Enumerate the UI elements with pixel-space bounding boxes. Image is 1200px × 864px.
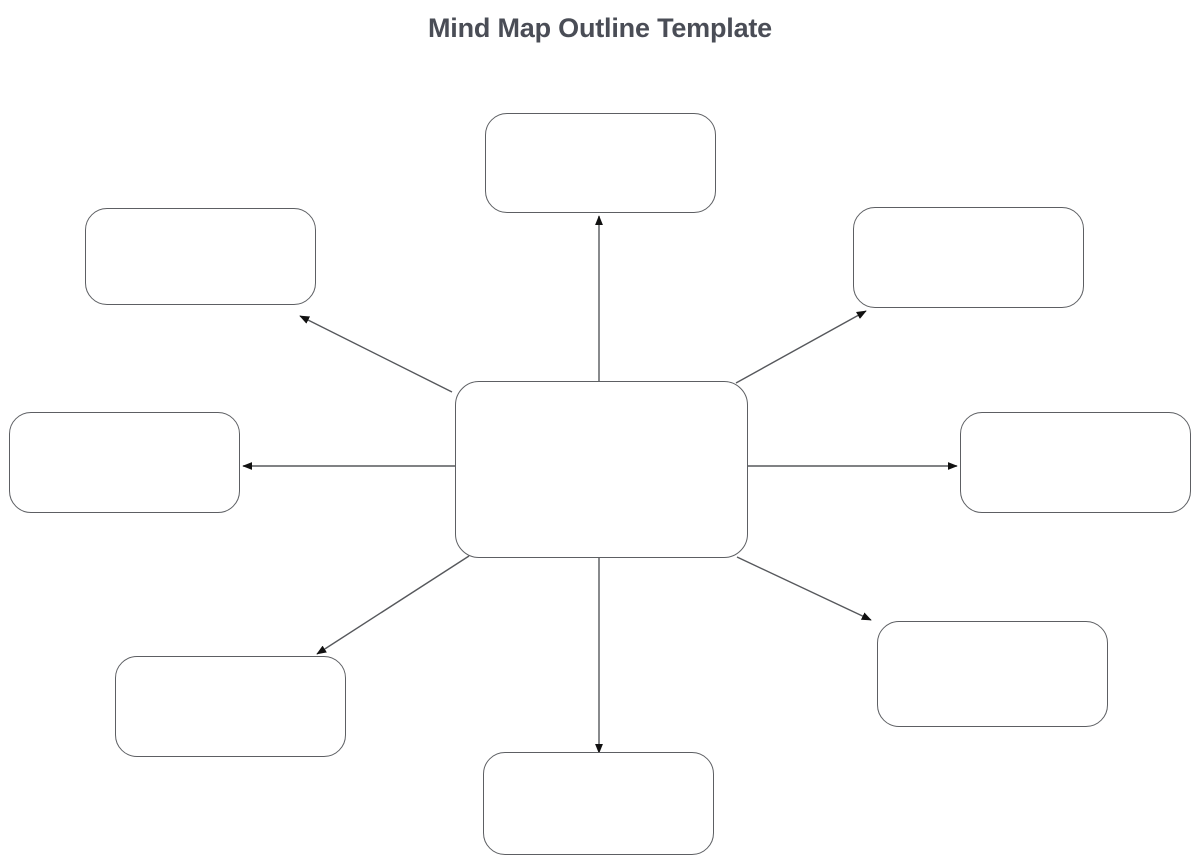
- node-right[interactable]: [960, 412, 1191, 513]
- node-bottom-right[interactable]: [877, 621, 1108, 727]
- node-bottom-left[interactable]: [115, 656, 346, 757]
- edge-to-top-left: [299, 315, 453, 393]
- page-title: Mind Map Outline Template: [427, 13, 772, 43]
- node-top-right[interactable]: [853, 207, 1084, 308]
- node-left[interactable]: [9, 412, 240, 513]
- edge-to-bottom-left: [316, 555, 470, 655]
- node-bottom[interactable]: [483, 752, 714, 855]
- edge-to-bottom-right: [736, 556, 872, 621]
- node-top-left[interactable]: [85, 208, 316, 305]
- central-node[interactable]: [455, 381, 748, 558]
- edge-to-top-right: [735, 310, 867, 384]
- node-top[interactable]: [485, 113, 716, 213]
